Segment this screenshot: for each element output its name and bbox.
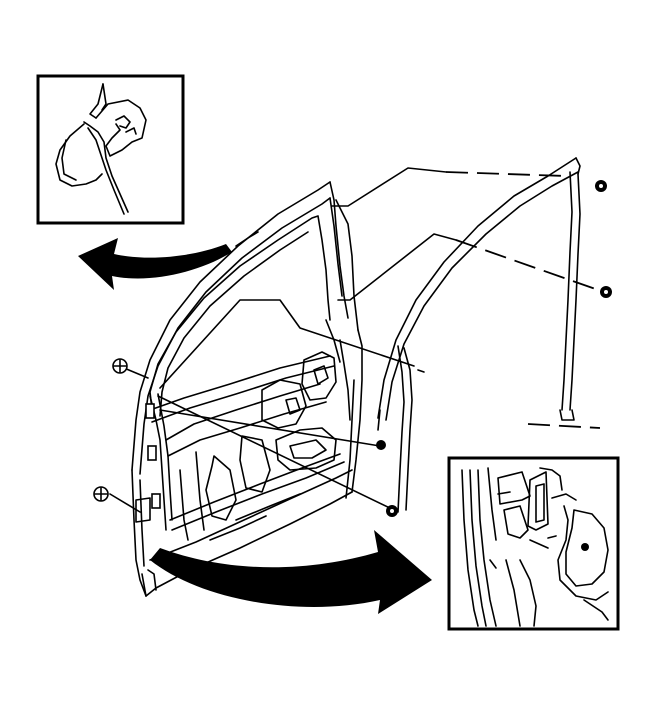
inset-detail-top-left [36, 74, 185, 225]
nut-icon [376, 440, 386, 450]
inset-detail-bottom-right [447, 456, 620, 631]
window-frame-molding [377, 157, 581, 513]
door-assembly [131, 181, 363, 597]
nut-icon [600, 286, 612, 298]
bolt-icon [112, 358, 128, 374]
nut-icon [595, 180, 607, 192]
fasteners [93, 180, 612, 517]
bolt-icon [93, 486, 109, 502]
arrow-icon [150, 530, 432, 614]
arrow-icon [78, 238, 232, 290]
nut-icon [386, 505, 398, 517]
leader-lines [109, 167, 605, 513]
